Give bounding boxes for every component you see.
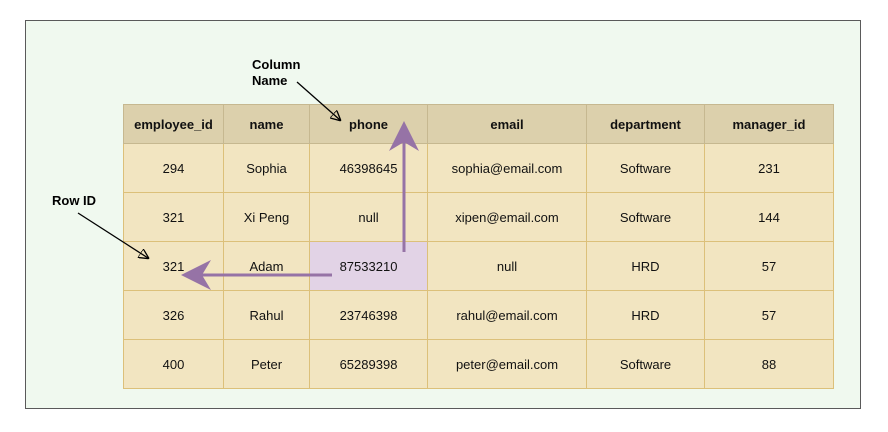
employee-table: employee_id name phone email department … — [123, 104, 834, 389]
cell-email: sophia@email.com — [427, 143, 587, 193]
cell-phone: null — [309, 192, 428, 242]
row-id-arrow — [77, 212, 148, 258]
cell-department: Software — [586, 192, 705, 242]
annotation-line: Column — [252, 57, 301, 72]
cell-manager-id: 231 — [704, 143, 834, 193]
cell-manager-id: 57 — [704, 290, 834, 340]
cell-manager-id: 88 — [704, 339, 834, 389]
annotation-line: Name — [252, 73, 288, 88]
header-row: employee_id name phone email department … — [123, 104, 834, 144]
cell-department: Software — [586, 143, 705, 193]
cell-employee-id: 326 — [123, 290, 224, 340]
row-id-annotation: Row ID — [52, 193, 97, 208]
column-name-annotation: Column Name — [252, 57, 300, 89]
cell-email: peter@email.com — [427, 339, 587, 389]
cell-phone: 65289398 — [309, 339, 428, 389]
cell-department: Software — [586, 339, 705, 389]
cell-name: Rahul — [223, 290, 310, 340]
cell-employee-id: 294 — [123, 143, 224, 193]
column-header: employee_id — [123, 104, 224, 144]
cell-name: Peter — [223, 339, 310, 389]
column-name-arrow — [296, 81, 340, 120]
cell-department: HRD — [586, 241, 705, 291]
cell-manager-id: 57 — [704, 241, 834, 291]
cell-name: Sophia — [223, 143, 310, 193]
column-header: department — [586, 104, 705, 144]
cell-email: null — [427, 241, 587, 291]
cell-name: Adam — [223, 241, 310, 291]
cell-employee-id: 321 — [123, 192, 224, 242]
cell-phone: 46398645 — [309, 143, 428, 193]
column-header: manager_id — [704, 104, 834, 144]
column-header: name — [223, 104, 310, 144]
cell-email: xipen@email.com — [427, 192, 587, 242]
column-header: email — [427, 104, 587, 144]
cell-employee-id: 400 — [123, 339, 224, 389]
cell-phone: 87533210 — [309, 241, 428, 291]
cell-manager-id: 144 — [704, 192, 834, 242]
cell-name: Xi Peng — [223, 192, 310, 242]
